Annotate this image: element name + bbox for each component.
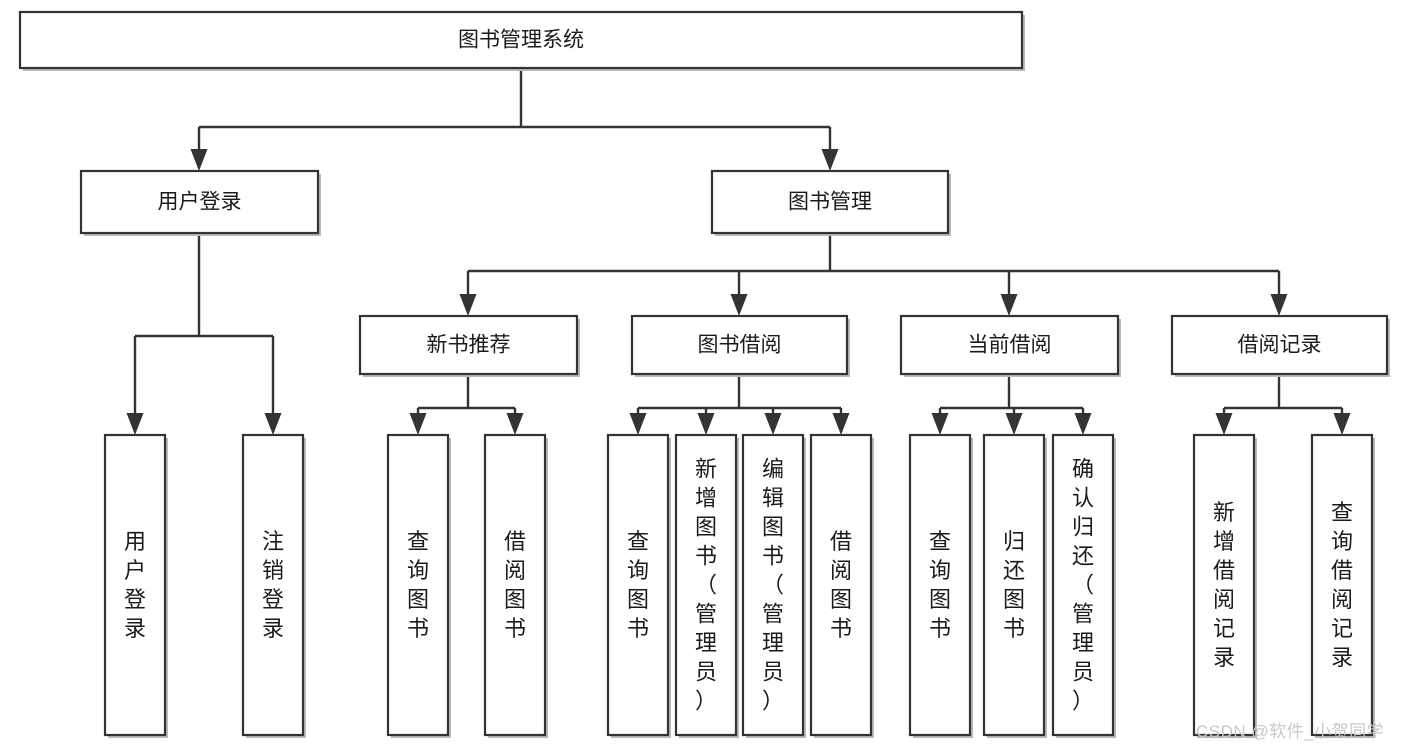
node-box-current-borrow[interactable] (899, 314, 1120, 376)
node-leaf-edit-book[interactable]: 编辑图书（管理员） (741, 433, 806, 738)
node-leaf-query-book-3[interactable]: 查询图书 (908, 433, 973, 738)
node-new-book-rec[interactable]: 新书推荐 (358, 314, 580, 377)
node-leaf-query-book-2[interactable]: 查询图书 (606, 433, 671, 738)
csdn-watermark: CSDN @软件_小贺同学 (1196, 722, 1385, 741)
node-label-book-manage: 图书管理 (788, 191, 872, 214)
connector-branch-new-book-rec (409, 374, 524, 435)
node-leaf-borrow-book-1[interactable]: 借阅图书 (483, 433, 548, 738)
node-label-book-borrow: 图书借阅 (698, 334, 782, 357)
node-box-leaf-query-book-3[interactable] (908, 433, 972, 737)
nodes-layer: 图书管理系统用户登录图书管理新书推荐图书借阅当前借阅借阅记录用户登录注销登录查询… (18, 10, 1390, 738)
node-label-user-login: 用户登录 (158, 191, 242, 214)
node-label-leaf-borrow-book-2: 借阅图书 (830, 529, 852, 641)
node-label-leaf-query-book-3: 查询图书 (929, 529, 951, 641)
node-box-leaf-borrow-book-2[interactable] (809, 433, 873, 737)
node-box-leaf-user-logout[interactable] (241, 433, 305, 737)
node-box-leaf-add-book[interactable] (674, 433, 738, 737)
node-label-leaf-borrow-book-1: 借阅图书 (504, 529, 526, 641)
node-book-manage[interactable]: 图书管理 (710, 169, 951, 236)
connector-branch-borrow-record (1215, 374, 1351, 435)
node-label-leaf-return-book: 归还图书 (1003, 529, 1025, 641)
node-book-borrow[interactable]: 图书借阅 (630, 314, 850, 377)
node-box-leaf-query-book-1[interactable] (386, 433, 450, 737)
node-box-leaf-edit-book[interactable] (741, 433, 805, 737)
node-box-book-manage[interactable] (710, 169, 950, 235)
node-leaf-add-book[interactable]: 新增图书（管理员） (674, 433, 739, 738)
node-leaf-add-record[interactable]: 新增借阅记录 (1192, 433, 1257, 738)
node-leaf-query-record[interactable]: 查询借阅记录 (1310, 433, 1375, 738)
node-box-leaf-user-login[interactable] (103, 433, 167, 737)
connector-branch-user-login (126, 233, 282, 435)
node-user-login[interactable]: 用户登录 (79, 169, 321, 236)
node-borrow-record[interactable]: 借阅记录 (1170, 314, 1390, 377)
node-label-leaf-query-record: 查询借阅记录 (1331, 500, 1353, 670)
node-label-leaf-user-logout: 注销登录 (262, 529, 284, 641)
connector-branch-current-borrow (931, 374, 1092, 435)
node-root[interactable]: 图书管理系统 (18, 10, 1025, 71)
node-label-leaf-edit-book: 编辑图书（管理员） (762, 457, 784, 714)
node-label-current-borrow: 当前借阅 (968, 334, 1052, 357)
node-label-leaf-add-book: 新增图书（管理员） (695, 457, 717, 714)
node-label-borrow-record: 借阅记录 (1238, 334, 1322, 357)
node-box-leaf-query-record[interactable] (1310, 433, 1374, 737)
connector-branch-book-manage (459, 233, 1288, 316)
node-leaf-user-login[interactable]: 用户登录 (103, 433, 168, 738)
node-box-root[interactable] (18, 10, 1024, 70)
node-label-leaf-query-book-1: 查询图书 (407, 529, 429, 641)
node-label-leaf-add-record: 新增借阅记录 (1213, 500, 1235, 670)
node-leaf-query-book-1[interactable]: 查询图书 (386, 433, 451, 738)
node-label-leaf-query-book-2: 查询图书 (627, 529, 649, 641)
node-box-book-borrow[interactable] (630, 314, 849, 376)
node-label-leaf-confirm-return: 确认归还（管理员） (1072, 457, 1094, 714)
node-box-user-login[interactable] (79, 169, 320, 235)
node-box-leaf-return-book[interactable] (982, 433, 1046, 737)
node-leaf-return-book[interactable]: 归还图书 (982, 433, 1047, 738)
connectors-layer (126, 68, 1351, 435)
node-label-root: 图书管理系统 (458, 29, 584, 52)
node-leaf-borrow-book-2[interactable]: 借阅图书 (809, 433, 874, 738)
connector-branch-root (190, 68, 839, 171)
node-leaf-confirm-return[interactable]: 确认归还（管理员） (1051, 433, 1116, 738)
node-box-leaf-confirm-return[interactable] (1051, 433, 1115, 737)
node-leaf-user-logout[interactable]: 注销登录 (241, 433, 306, 738)
node-box-new-book-rec[interactable] (358, 314, 579, 376)
node-box-leaf-borrow-book-1[interactable] (483, 433, 547, 737)
node-label-leaf-user-login: 用户登录 (124, 529, 146, 641)
node-box-leaf-add-record[interactable] (1192, 433, 1256, 737)
node-label-new-book-rec: 新书推荐 (427, 334, 511, 357)
node-box-borrow-record[interactable] (1170, 314, 1389, 376)
node-current-borrow[interactable]: 当前借阅 (899, 314, 1121, 377)
node-box-leaf-query-book-2[interactable] (606, 433, 670, 737)
connector-branch-book-borrow (629, 374, 850, 435)
